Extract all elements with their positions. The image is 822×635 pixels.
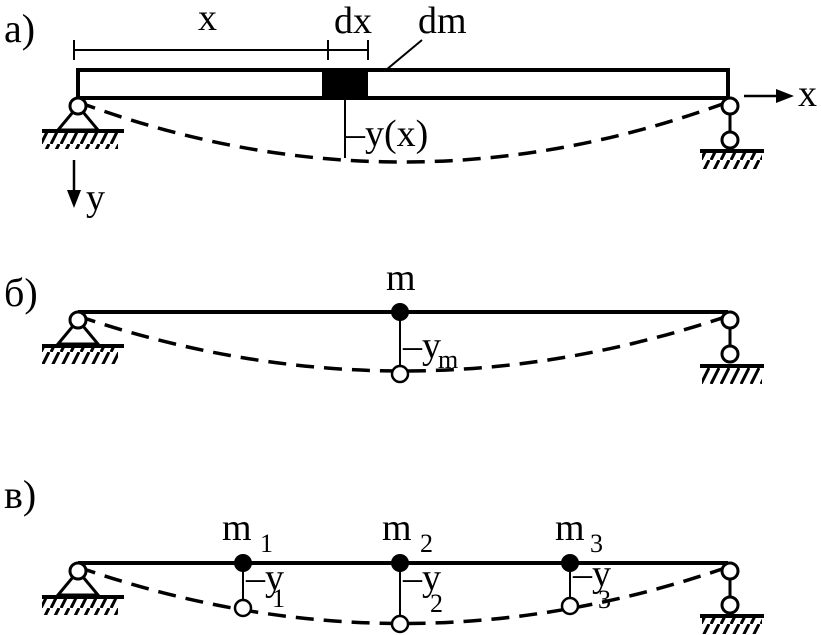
mass-3: m 3 –y 3 [555,507,611,616]
mass-sub-3: 3 [590,529,603,558]
pin-support-left-a [42,96,124,149]
mass-deflected-3 [560,596,580,616]
mass-sub-2: 2 [420,529,433,558]
panel-c: в) m 1 –y 1 m 2 –y 2 m [4,472,764,634]
dimension-x [73,40,369,60]
mass-label-2: m [382,507,412,549]
y-axis-label: y [86,177,105,219]
panel-a-label: а) [4,6,35,51]
roller-support-right-c [700,561,764,634]
deflection-label-1: –y [245,557,284,599]
deflection-curve-c [77,565,729,626]
mass-label-1: m [222,507,252,549]
deflection-sub-2: 2 [430,589,443,618]
panel-a: а) x dx dm –y(x) [4,0,817,219]
mass-point-1 [234,554,252,572]
mass-2: m 2 –y 2 [382,507,443,634]
element-dm-label: dm [418,0,467,42]
mass-deflected-2 [390,614,410,634]
mass-label-3: m [555,507,585,549]
mass-point-3 [561,554,579,572]
deflection-curve-a [77,100,729,164]
panel-b: б) m –y m [4,257,764,384]
pin-support-left-b [42,310,124,364]
mass-point-b [391,303,409,321]
roller-support-right-b [700,310,764,384]
x-axis-arrow [744,89,794,103]
panel-c-label: в) [4,472,36,517]
deflection-label-2: –y [402,557,441,599]
deflection-curve-b [77,314,729,373]
beam-a [76,68,730,100]
mass-deflected-b [390,364,410,384]
y-axis-arrow [67,160,81,208]
x-axis-label: x [798,73,817,115]
deflection-label-3: –y [572,553,611,595]
deflection-label-a: –y(x) [345,113,428,155]
deflection-sub-3: 3 [598,585,611,614]
panel-b-label: б) [4,270,38,315]
deflection-sub-1: 1 [272,584,285,613]
roller-support-right-a [700,96,764,169]
dimension-x-label: x [198,0,217,39]
pin-support-left-c [42,561,124,615]
mass-1: m 1 –y 1 [222,507,285,618]
deflection-label-b: –y [402,325,441,367]
deflection-sub-b: m [438,345,458,374]
mass-sub-1: 1 [260,529,273,558]
mass-deflected-1 [233,598,253,618]
element-dm [322,70,368,98]
mass-label-b: m [386,257,416,299]
mass-point-2 [391,554,409,572]
dimension-dx-label: dx [334,0,372,42]
